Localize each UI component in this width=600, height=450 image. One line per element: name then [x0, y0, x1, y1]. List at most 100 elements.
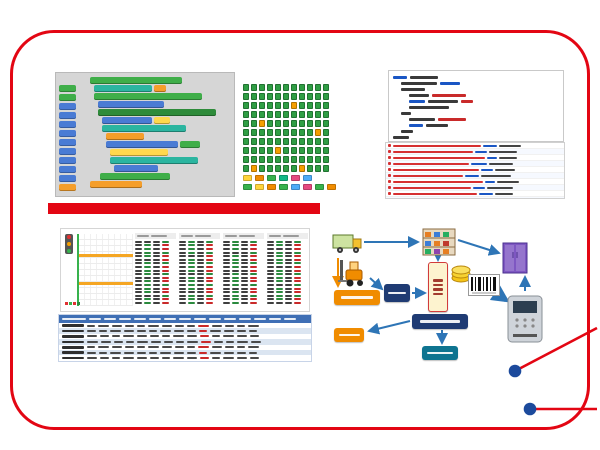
grid-cell: [251, 129, 257, 136]
grid-cell: [251, 138, 257, 145]
data-cell: [179, 258, 186, 261]
data-cell: [241, 251, 248, 254]
header-cell: [254, 317, 266, 321]
data-cell: [179, 269, 186, 272]
flow-box-orange-bottom: [334, 328, 364, 342]
data-cell: [153, 240, 160, 243]
grid-row: [243, 165, 339, 172]
data-cell: [276, 273, 283, 276]
cell-value: [199, 351, 207, 354]
palette-block: [59, 148, 76, 155]
data-cell: [250, 287, 257, 290]
header-cell: [62, 317, 86, 321]
data-cell: [294, 244, 301, 247]
data-row: [135, 280, 176, 284]
cell-value: [123, 357, 134, 360]
process-flow-diagram: [330, 228, 560, 362]
data-cell: [206, 273, 213, 276]
palette-block: [59, 175, 76, 182]
data-cell: [250, 294, 257, 297]
data-cell: [206, 240, 213, 243]
grid-cell: [307, 93, 313, 100]
data-cell: [232, 298, 239, 301]
cell-value: [162, 335, 170, 338]
data-cell: [276, 291, 283, 294]
data-row: [267, 269, 308, 273]
log-text-dark: [495, 192, 513, 195]
data-cell: [162, 255, 169, 258]
data-cell: [285, 269, 292, 272]
cell-value: [100, 357, 109, 360]
grid-cell: [275, 120, 281, 127]
cell-value: [87, 324, 95, 327]
code-token: [428, 100, 458, 103]
data-cell: [206, 280, 213, 283]
data-cell: [276, 244, 283, 247]
code-line: [409, 123, 559, 128]
block-row: [94, 93, 234, 100]
grid-cell: [243, 102, 249, 109]
data-cell: [276, 258, 283, 261]
data-cell: [250, 247, 257, 250]
cell-value: [187, 330, 196, 333]
box-label-bar: [433, 283, 443, 286]
data-row: [179, 262, 220, 266]
grid-cell: [315, 84, 321, 91]
cell-value: [174, 330, 184, 333]
data-cell: [144, 251, 151, 254]
cell-value: [150, 357, 159, 360]
cell-value: [100, 335, 109, 338]
data-cell: [267, 262, 274, 265]
data-row: [179, 272, 220, 276]
data-cell: [135, 273, 142, 276]
grid-cell: [275, 138, 281, 145]
status-dot: [69, 302, 72, 305]
data-cell: [206, 287, 213, 290]
palette-block: [59, 166, 76, 173]
code-token: [409, 94, 429, 97]
data-cell: [223, 269, 230, 272]
data-cell: [232, 283, 239, 286]
cell-value: [237, 357, 247, 360]
data-row: [223, 276, 264, 280]
data-cell: [267, 240, 274, 243]
grid-cell: [275, 111, 281, 118]
header-cell: [239, 317, 251, 321]
error-icon: [388, 168, 391, 171]
grid-cell: [267, 147, 273, 154]
code-token: [409, 118, 435, 121]
data-cell: [153, 283, 160, 286]
cell-value: [126, 340, 134, 343]
data-cell: [276, 294, 283, 297]
grid-cell: [299, 84, 305, 91]
legend-chip: [291, 184, 300, 190]
data-cell: [241, 276, 248, 279]
block-segment: [110, 157, 198, 164]
grid-cell: [291, 93, 297, 100]
code-line: [409, 93, 559, 98]
cell-value: [198, 324, 209, 327]
cell-value: [223, 357, 234, 360]
data-cell: [294, 240, 301, 243]
data-cell: [285, 262, 292, 265]
data-cell: [135, 287, 142, 290]
grid-cell: [267, 102, 273, 109]
grid-cell: [251, 165, 257, 172]
palette-block: [59, 94, 76, 101]
log-text-blue: [471, 162, 487, 165]
flow-box-product-card: [412, 314, 468, 329]
log-text-blue: [479, 192, 493, 195]
cell-value: [99, 330, 107, 333]
grid-cell: [283, 156, 289, 163]
cell-value: [160, 351, 171, 354]
data-row: [179, 247, 220, 251]
data-cell: [144, 262, 151, 265]
cell-value: [237, 346, 245, 349]
data-row: [135, 283, 176, 287]
data-cell: [135, 262, 142, 265]
block-segment: [90, 77, 182, 84]
code-token: [401, 82, 437, 85]
data-row: [223, 258, 264, 262]
barcode-icon: [468, 274, 500, 296]
grid-cell: [267, 93, 273, 100]
